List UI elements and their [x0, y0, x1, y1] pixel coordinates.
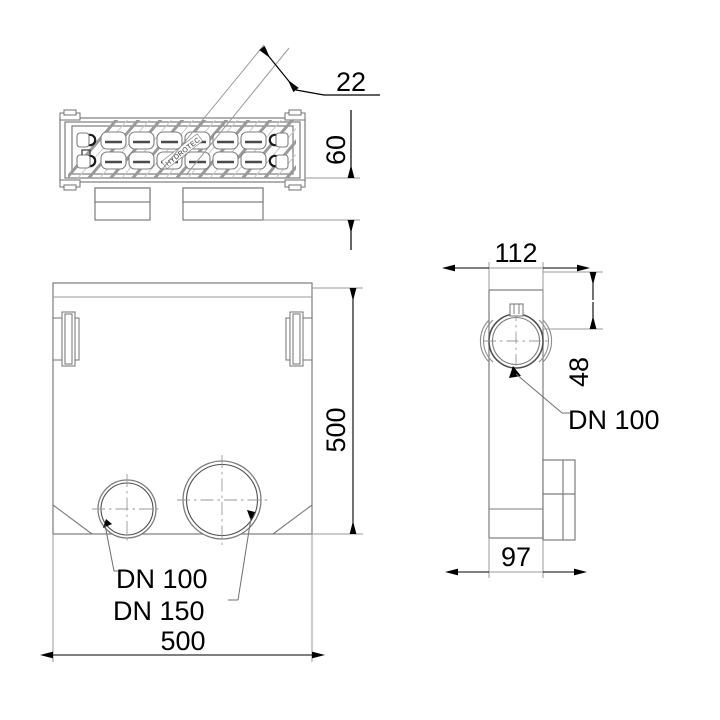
- view-plan: DN 100 DN 150 500 500: [40, 282, 363, 662]
- plan-dn100-label: DN 100: [116, 564, 208, 594]
- side-dn100-label: DN 100: [568, 405, 660, 435]
- side-socket-dn100: [479, 303, 553, 373]
- dimension-60-text: 60: [321, 135, 351, 165]
- dimension-500-vertical: 500: [312, 287, 363, 535]
- leader-dn100-plan: [103, 519, 122, 572]
- frame-anchor-tabs: [59, 109, 306, 191]
- dimension-97: 97: [445, 538, 587, 578]
- plan-dn150-label: DN 150: [113, 596, 205, 626]
- plan-socket-right: [285, 311, 313, 367]
- view-front-elevation: HYDROTEC 22 60: [59, 44, 380, 250]
- dimension-112-text: 112: [494, 238, 537, 268]
- plan-socket-left: [52, 311, 80, 367]
- dimension-48-text: 48: [564, 357, 594, 387]
- side-lower-outlet-block: [542, 459, 576, 541]
- plan-outlet-dn100-circle: [92, 474, 162, 544]
- dimension-500-horizontal: 500: [40, 534, 325, 662]
- view-side-section: DN 100 112 48 97: [442, 238, 660, 578]
- dimension-500-horizontal-text: 500: [160, 626, 205, 656]
- dimension-48: 48: [543, 271, 603, 387]
- plan-outlet-dn150-circle: [177, 455, 267, 545]
- dimension-60: 60: [263, 110, 360, 250]
- grating-lock-plates: [76, 132, 289, 170]
- leader-dn150-plan: [228, 510, 255, 601]
- dimension-500-vertical-text: 500: [321, 407, 351, 452]
- grating-slots: [100, 131, 267, 170]
- plan-outer-box: [52, 282, 313, 535]
- leader-dn100-side: [509, 366, 570, 414]
- dimension-22-text: 22: [336, 67, 366, 97]
- channel-body-outlets: [94, 187, 264, 221]
- dimension-22: 22: [159, 44, 380, 176]
- plan-bottom-chamfers: [52, 504, 313, 535]
- dimension-112: 112: [442, 238, 590, 329]
- dimension-97-text: 97: [501, 542, 531, 572]
